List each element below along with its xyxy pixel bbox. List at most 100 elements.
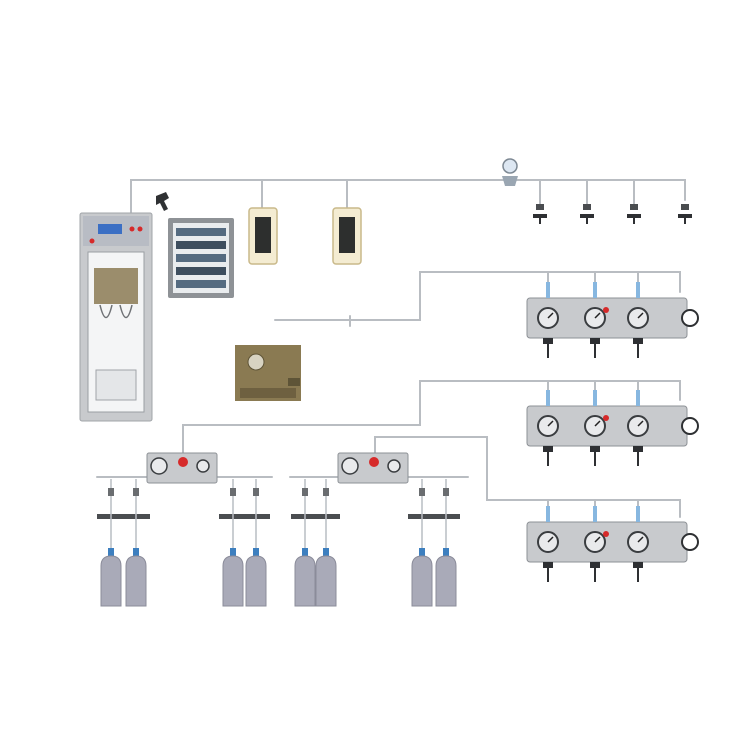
purifier-box[interactable] xyxy=(235,345,301,401)
terminal-valve-3[interactable] xyxy=(627,204,641,224)
outlet-valve-icon xyxy=(590,562,600,568)
pigtail-valve-icon xyxy=(108,488,114,496)
cabinet-indicator-3 xyxy=(137,226,143,232)
purifier-label xyxy=(240,388,296,398)
cabinet-indicator-2 xyxy=(129,226,135,232)
outlet-valve-icon xyxy=(543,446,553,452)
cylinder-valve xyxy=(443,548,449,556)
manifold-end-fitting xyxy=(681,309,699,327)
pigtail-bracket xyxy=(291,514,340,519)
outlet-valve-icon xyxy=(543,562,553,568)
cylinder-body xyxy=(100,555,122,607)
gauge-manifold-3[interactable] xyxy=(526,506,699,582)
gas-cylinder-2[interactable] xyxy=(125,548,147,607)
pigtail-valve-icon xyxy=(133,488,139,496)
gauge-needle xyxy=(637,312,644,319)
pigtail-valve-icon xyxy=(302,488,308,496)
switchover-manifold-1[interactable] xyxy=(146,452,218,484)
cabinet-pigtails xyxy=(99,304,133,319)
terminal-valve-outlet xyxy=(580,214,594,218)
gauge-needle xyxy=(594,312,601,319)
manifold-inlet-tube xyxy=(593,282,597,298)
pigtail-valve-icon xyxy=(253,488,259,496)
breaker-row xyxy=(176,280,226,288)
manifold-inlet-tube xyxy=(636,282,640,298)
pipe-switchover-1-manifold-2 xyxy=(182,380,681,456)
pipe-purifier-manifold-1 xyxy=(274,271,681,321)
gauge-needle xyxy=(594,420,601,427)
cabinet-display xyxy=(98,224,122,234)
manifold-inlet-tube xyxy=(636,506,640,522)
alarm-unit-1[interactable] xyxy=(248,207,278,265)
manifold-indicator xyxy=(603,531,609,537)
cylinder-valve xyxy=(419,548,425,556)
manifold-end-fitting xyxy=(681,417,699,435)
switchover-manifolds xyxy=(146,452,409,484)
manifold-inlet-tube xyxy=(546,282,550,298)
breaker-row xyxy=(176,241,226,249)
gauge-manifolds xyxy=(526,282,699,582)
cylinder-body xyxy=(315,555,337,607)
outlet-valve-icon xyxy=(590,446,600,452)
gas-cylinder-6[interactable] xyxy=(315,548,337,607)
gas-cylinder-8[interactable] xyxy=(435,548,457,607)
manifold-inlet-tube xyxy=(636,390,640,406)
gas-cabinet[interactable] xyxy=(79,212,153,422)
pigtail-bracket xyxy=(97,514,150,519)
cylinder-body xyxy=(222,555,244,607)
cylinder-valve xyxy=(230,548,236,556)
terminal-valve-4[interactable] xyxy=(678,204,692,224)
cylinder-valve xyxy=(133,548,139,556)
cylinder-valve xyxy=(302,548,308,556)
gauge-needle xyxy=(637,420,644,427)
outlet-valve-icon xyxy=(543,338,553,344)
control-panel[interactable] xyxy=(168,218,234,298)
gauge-manifold-2[interactable] xyxy=(526,390,699,466)
cylinder-valve xyxy=(108,548,114,556)
pressure-gauge-icon xyxy=(387,459,401,473)
manifold-inlet-tube xyxy=(546,506,550,522)
gauge-needle xyxy=(547,420,554,427)
purifier-gauge xyxy=(247,353,265,371)
valve-handle-icon xyxy=(156,192,169,211)
terminal-valve-1[interactable] xyxy=(533,204,547,224)
gas-cylinder-7[interactable] xyxy=(411,548,433,607)
gas-cylinder-3[interactable] xyxy=(222,548,244,607)
terminal-valve-body xyxy=(681,204,689,210)
breaker-row xyxy=(176,228,226,236)
manifold-indicator xyxy=(603,415,609,421)
terminal-valve-body xyxy=(583,204,591,210)
outlet-valve-icon xyxy=(590,338,600,344)
gas-cylinder-5[interactable] xyxy=(294,548,316,607)
cabinet-inner-panel xyxy=(94,268,138,304)
terminal-valve-2[interactable] xyxy=(580,204,594,224)
cabinet-indicator-1 xyxy=(89,238,95,244)
manifold-indicator xyxy=(603,307,609,313)
manifold-inlet-tube xyxy=(546,390,550,406)
breaker-row xyxy=(176,267,226,275)
main-supply-pipe xyxy=(130,179,686,213)
terminal-valve-body xyxy=(536,204,544,210)
outlet-valve-icon xyxy=(633,338,643,344)
alarm-unit-2[interactable] xyxy=(332,207,362,265)
cylinder-body xyxy=(125,555,147,607)
cylinder-body xyxy=(294,555,316,607)
cylinder-valve xyxy=(323,548,329,556)
gauge-manifold-1[interactable] xyxy=(526,282,699,358)
cabinet-cylinder-bay xyxy=(95,369,137,401)
pigtail-valve-icon xyxy=(323,488,329,496)
terminal-valve-outlet xyxy=(533,214,547,218)
regulator-gauge xyxy=(502,158,518,174)
switchover-manifold-2[interactable] xyxy=(337,452,409,484)
main-line-regulator[interactable] xyxy=(502,158,518,186)
outlet-valve-icon xyxy=(633,562,643,568)
outlet-valve-icon xyxy=(633,446,643,452)
pigtail-bracket xyxy=(219,514,270,519)
terminal-valve-outlet xyxy=(627,214,641,218)
pipe-switchover-2-manifold-3 xyxy=(374,436,681,518)
terminal-valve-body xyxy=(630,204,638,210)
gas-cylinder-4[interactable] xyxy=(245,548,267,607)
gas-cylinder-1[interactable] xyxy=(100,548,122,607)
